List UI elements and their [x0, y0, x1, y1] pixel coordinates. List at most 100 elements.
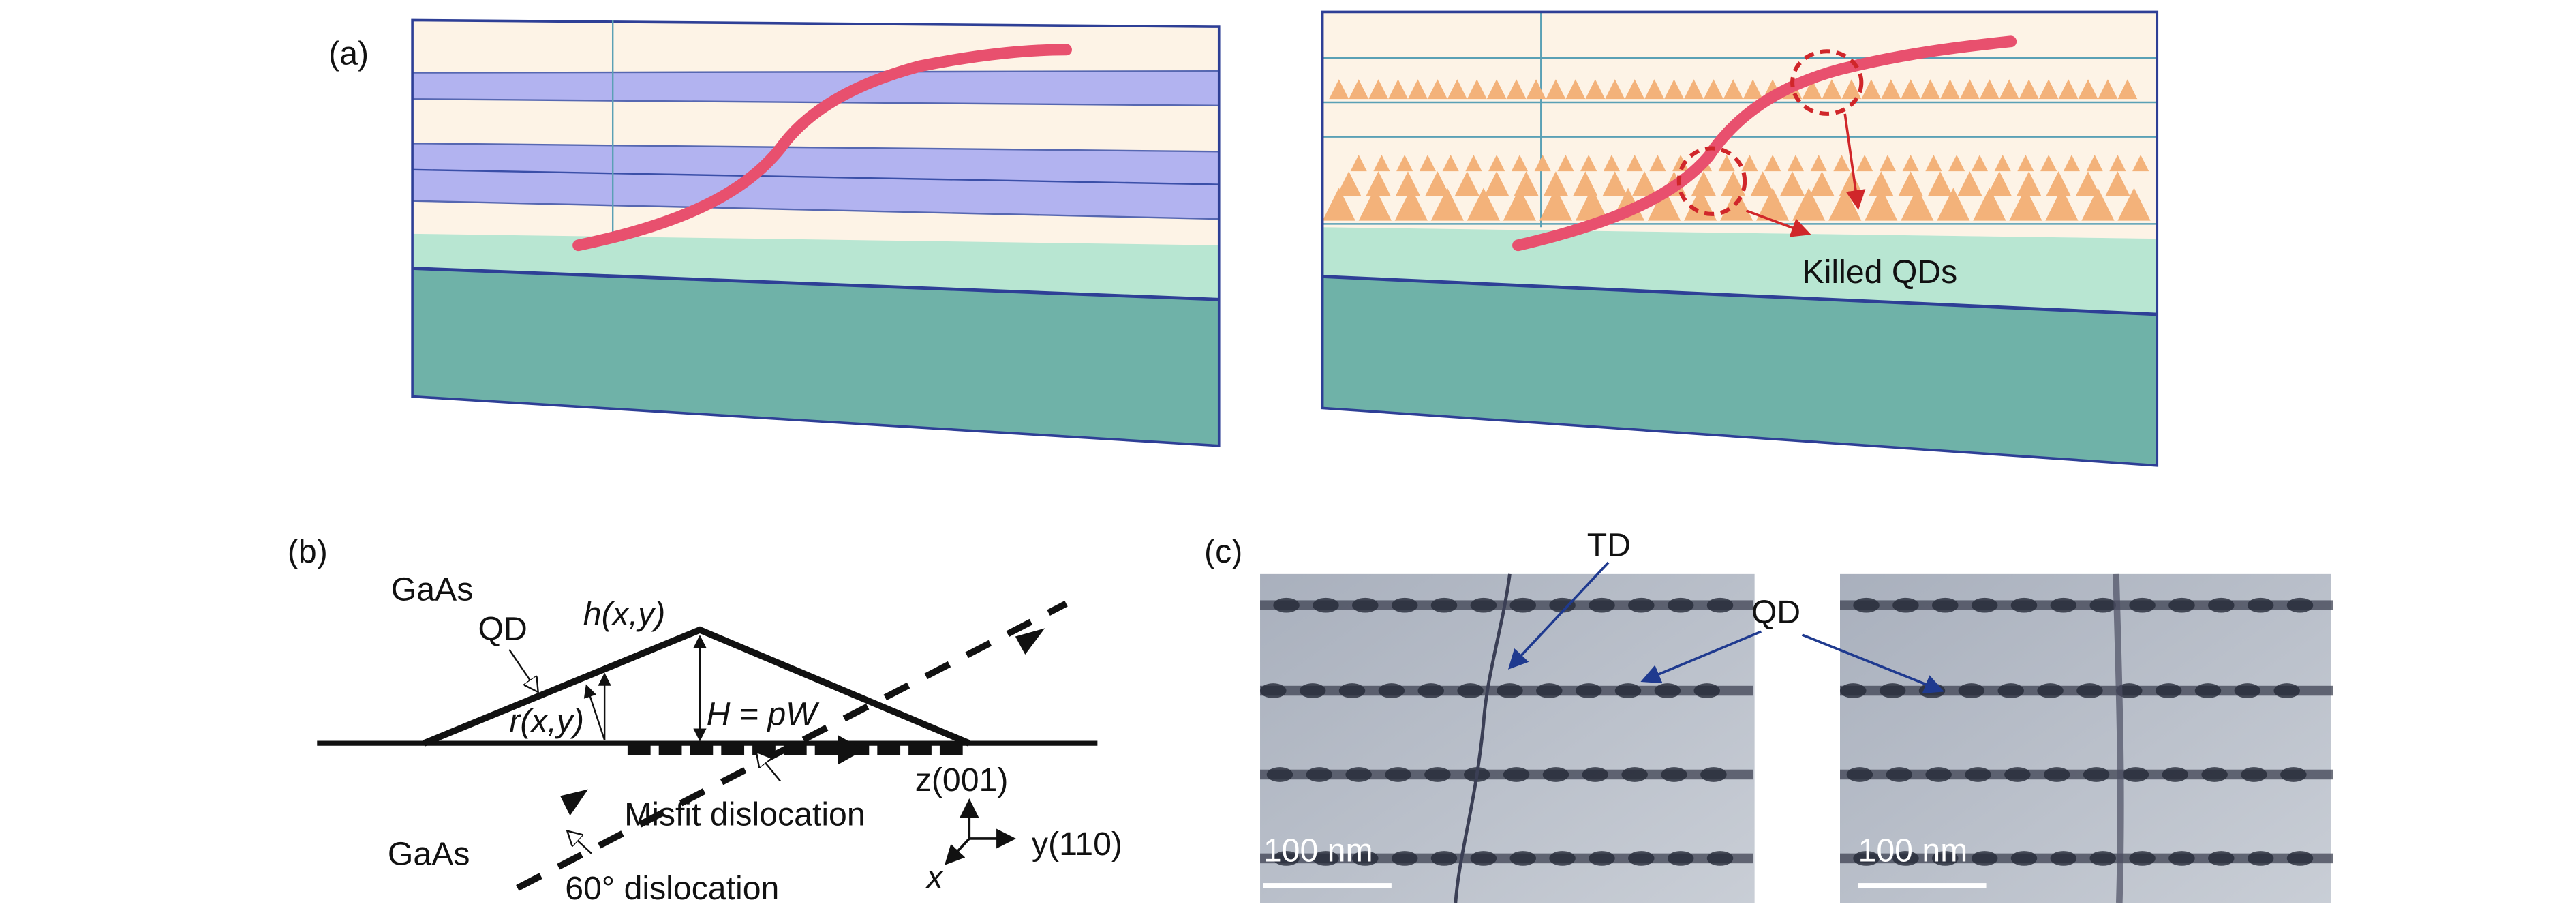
quantum-dot: [1932, 851, 1959, 866]
quantum-dot: [2286, 597, 2314, 613]
quantum-dot: [2234, 683, 2261, 698]
quantum-dot: [1902, 155, 1919, 172]
qd-label: QD: [478, 610, 527, 647]
qd-schematic: GaAs QD h(x,y) r(x,y) H = pW z(001) Misf…: [317, 571, 1122, 907]
quantum-dot: [1313, 851, 1339, 866]
quantum-dot: [2010, 851, 2038, 866]
quantum-dot: [1649, 155, 1666, 172]
quantum-dot: [1706, 851, 1734, 866]
quantum-dot: [1971, 155, 1988, 172]
quantum-dot: [2063, 155, 2080, 172]
quantum-dot: [1792, 188, 1826, 221]
quantum-dot: [2089, 597, 2116, 613]
quantum-dot: [1425, 171, 1450, 196]
quantum-dot: [2117, 79, 2138, 100]
quantum-dot: [1828, 188, 1862, 221]
quantum-dot: [1352, 851, 1379, 866]
quantum-dot: [1892, 851, 1919, 866]
quantum-dot: [2045, 188, 2079, 221]
quantum-dot: [1497, 683, 1523, 698]
quantum-dot: [2058, 79, 2079, 100]
quantum-dot: [1700, 767, 1727, 782]
quantum-dot: [1336, 171, 1362, 196]
quantum-dot: [1861, 79, 1882, 100]
quantum-dot: [1329, 79, 1349, 100]
quantum-dot: [1957, 171, 1982, 196]
quantum-dot: [2050, 851, 2077, 866]
quantum-dot: [1546, 79, 1566, 100]
quantum-dot: [1644, 79, 1665, 100]
quantum-dot: [2194, 683, 2222, 698]
quantum-dot: [1833, 155, 1850, 172]
quantum-dot: [1661, 767, 1687, 782]
quantum-dot: [1396, 155, 1413, 172]
quantum-dot: [1457, 683, 1484, 698]
quantum-dot: [1585, 79, 1606, 100]
quantum-dot: [1997, 683, 2024, 698]
quantum-dot: [1691, 171, 1716, 196]
quantum-dot: [1589, 851, 1615, 866]
quantum-dot: [1693, 683, 1721, 698]
quantum-dot: [1846, 767, 1873, 782]
quantum-dot: [1526, 79, 1546, 100]
quantum-dot: [1514, 171, 1539, 196]
wetting-layer-top: [411, 70, 1220, 107]
quantum-dot: [1322, 188, 1355, 221]
quantum-dot: [1430, 188, 1464, 221]
quantum-dot: [1614, 683, 1642, 698]
quantum-dot: [1407, 79, 1428, 100]
tem-image-left: 100 nm: [1260, 573, 1755, 903]
quantum-dot: [1822, 79, 1842, 100]
quantum-dot: [1575, 683, 1602, 698]
quantum-dot: [1427, 79, 1447, 100]
h-label: h(x,y): [583, 596, 666, 633]
quantum-dot: [1349, 79, 1369, 100]
quantum-dot: [2117, 188, 2151, 221]
quantum-dot: [2081, 188, 2115, 221]
quantum-dot: [1621, 767, 1648, 782]
quantum-dot: [1373, 155, 1390, 172]
quantum-dot: [1557, 155, 1574, 172]
quantum-dot: [2168, 597, 2195, 613]
quantum-dot: [2037, 683, 2064, 698]
quantum-dot: [1756, 188, 1790, 221]
quantum-dot: [1602, 171, 1627, 196]
panel-b-label: (b): [288, 533, 328, 570]
quantum-dot: [1856, 155, 1873, 172]
quantum-dot: [2098, 79, 2118, 100]
quantum-dot: [1511, 155, 1528, 172]
quantum-dot: [1667, 851, 1694, 866]
quantum-dot: [1542, 767, 1569, 782]
quantum-dot: [1853, 597, 1880, 613]
quantum-dot: [2116, 683, 2143, 698]
quantum-dot: [2208, 597, 2235, 613]
quantum-dot: [2086, 155, 2103, 172]
quantum-dot: [1575, 188, 1609, 221]
quantum-dot: [1672, 155, 1689, 172]
quantum-dot: [1853, 851, 1880, 866]
quantum-dot: [1467, 79, 1487, 100]
quantum-dot: [1506, 79, 1527, 100]
quantum-dot: [1948, 155, 1965, 172]
quantum-dot: [1927, 171, 1953, 196]
quantum-dot: [1971, 851, 1998, 866]
quantum-dot: [1703, 79, 1723, 100]
quantum-dot: [1802, 79, 1822, 100]
quantum-dot: [2040, 155, 2057, 172]
quantum-dot: [1345, 767, 1372, 782]
quantum-dot: [1366, 171, 1391, 196]
gaas-top-label: GaAs: [391, 571, 474, 608]
threading-dislocation: [1512, 35, 2017, 252]
quantum-dot: [1266, 767, 1293, 782]
quantum-dot: [1901, 188, 1934, 221]
quantum-dot: [1683, 79, 1704, 100]
box-left: [411, 18, 1221, 447]
quantum-dot: [1388, 79, 1408, 100]
quantum-dot: [1589, 597, 1615, 613]
quantum-dot: [1628, 851, 1655, 866]
quantum-dot: [1260, 683, 1287, 698]
quantum-dot: [1467, 188, 1500, 221]
quantum-dot: [1920, 79, 1941, 100]
quantum-dot: [1994, 155, 2011, 172]
quantum-dot: [1667, 597, 1694, 613]
